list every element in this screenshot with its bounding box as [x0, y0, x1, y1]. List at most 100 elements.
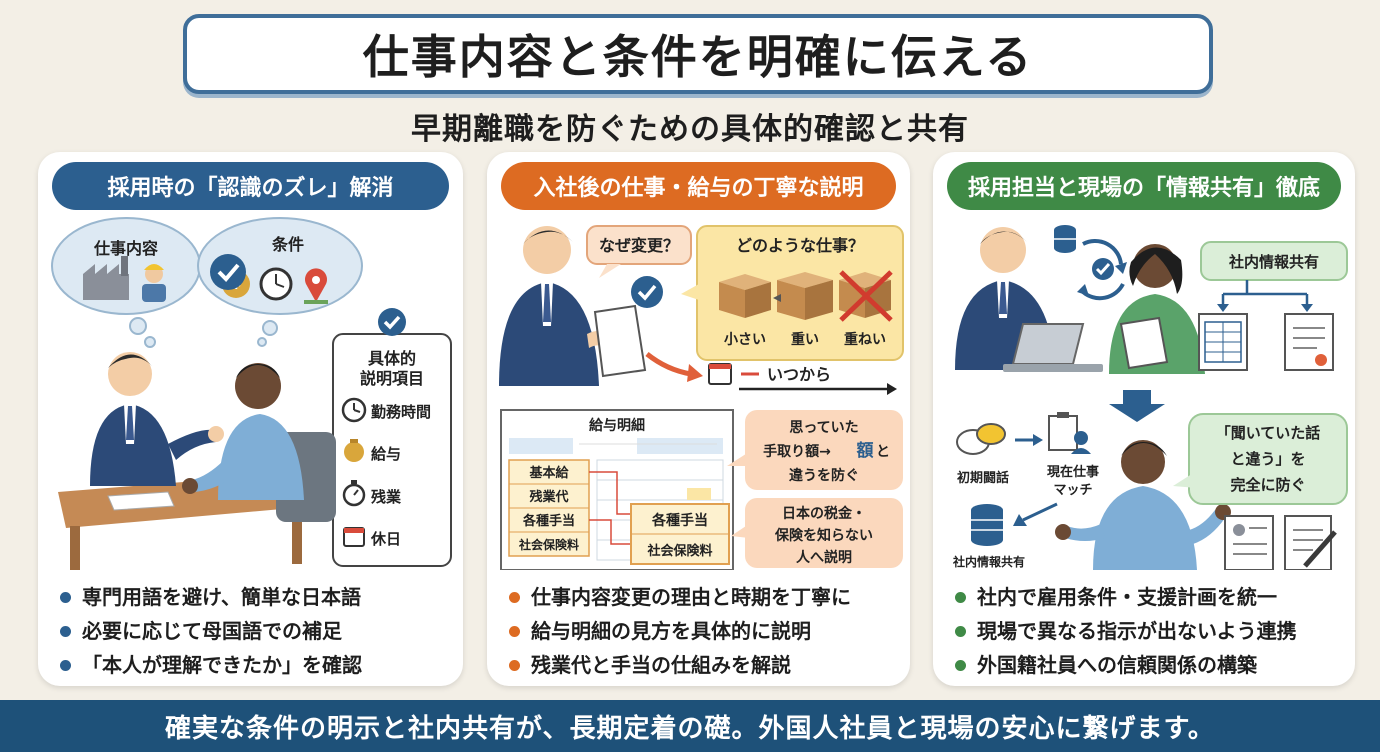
panel-information-sharing: 採用担当と現場の「情報共有」徹底 — [933, 152, 1355, 686]
list-title-line-1: 具体的 — [368, 349, 416, 368]
bullet-item: 外国籍社員への信頼関係の構築 — [955, 648, 1347, 682]
panel-1-heading: 採用時の「認識のズレ」解消 — [52, 162, 449, 210]
chat-bubbles-icon — [956, 423, 1006, 455]
candidate-figure — [182, 363, 336, 522]
panel-post-hire-explanation: 入社後の仕事・給与の丁寧な説明 なぜ変更？ どのような仕事？ — [487, 152, 910, 686]
bubble-job-content-label: 仕事内容 — [93, 239, 158, 258]
document-check-icon — [1284, 313, 1334, 371]
share-label-box — [1200, 241, 1348, 281]
box-label: 小さい — [724, 332, 766, 348]
footer-banner: 確実な条件の明示と社内共有が、長期定着の礎。外国人社員と現場の安心に繋げます。 — [0, 700, 1380, 752]
timeline-label: いつから — [767, 365, 831, 384]
list-check-icon — [378, 308, 406, 336]
laptop-icon — [1003, 323, 1103, 372]
document-on-table — [107, 491, 175, 511]
list-title-line-2: 説明項目 — [360, 369, 424, 388]
quote-line: 「聞いていた話 — [1216, 424, 1321, 442]
box-label: 重い — [791, 331, 819, 348]
spreadsheet-icon — [1198, 313, 1248, 371]
callout-line: 違うを防ぐ — [789, 467, 859, 484]
payslip-zoom-item: 各種手当 — [651, 512, 708, 529]
database-icon — [971, 504, 1003, 546]
bullet-item: 現場で異なる指示が出ないよう連携 — [955, 614, 1347, 648]
map-pin-icon — [304, 268, 328, 304]
interview-scene: 仕事内容 条件 ¥ — [51, 217, 452, 570]
clipboard-person-icon — [1048, 412, 1091, 454]
bubble-conditions-label: 条件 — [271, 235, 304, 254]
panel-3-heading: 採用担当と現場の「情報共有」徹底 — [947, 162, 1341, 210]
bullet-item: 「本人が理解できたか」を確認 — [60, 648, 455, 682]
panel-2-illustration: なぜ変更？ どのような仕事？ — [487, 214, 910, 570]
bubble-what-label: どのような仕事？ — [736, 236, 864, 255]
calendar-icon — [343, 527, 365, 547]
panel-1-bullets: 専門用語を避け、簡単な日本語 必要に応じて母国語での補足 「本人が理解できたか」… — [60, 580, 455, 682]
document-pen-icon — [1284, 515, 1337, 570]
bullet-dot-icon — [60, 625, 71, 637]
panel-2-bullets: 仕事内容変更の理由と時期を丁寧に 給与明細の見方を具体的に説明 残業代と手当の仕… — [509, 580, 902, 682]
panel-recognition-gap: 採用時の「認識のズレ」解消 仕事内容 条件 — [38, 152, 463, 686]
profile-document-icon — [1224, 515, 1274, 570]
manager-figure — [499, 226, 619, 386]
db-label: 社内情報共有 — [952, 554, 1025, 569]
bullet-item: 残業代と手当の仕組みを解説 — [509, 648, 902, 682]
flow-label: マッチ — [1053, 483, 1092, 498]
bullet-dot-icon — [60, 659, 71, 671]
panel-3-illustration: 社内情報共有 — [933, 214, 1355, 570]
footer-text: 確実な条件の明示と社内共有が、長期定着の礎。外国人社員と現場の安心に繋げます。 — [165, 713, 1215, 744]
stopwatch-icon — [342, 480, 366, 507]
bullet-item: 社内で雇用条件・支援計画を統一 — [955, 580, 1347, 614]
panel-2-heading: 入社後の仕事・給与の丁寧な説明 — [501, 162, 896, 210]
bullet-dot-icon — [955, 625, 966, 637]
employee-figure — [1055, 440, 1231, 570]
callout-line: と — [876, 444, 890, 460]
flow-label: 初期闘話 — [957, 470, 1009, 486]
payslip-title: 給与明細 — [589, 417, 645, 434]
bullet-item: 仕事内容変更の理由と時期を丁寧に — [509, 580, 902, 614]
list-item-label: 残業 — [371, 488, 402, 506]
bullet-item: 専門用語を避け、簡単な日本語 — [60, 580, 455, 614]
payslip-item: 各種手当 — [522, 513, 575, 529]
callout-highlight: 額 — [856, 440, 874, 461]
bullet-dot-icon — [509, 659, 520, 671]
callout-line: 人へ説明 — [796, 549, 852, 566]
share-label: 社内情報共有 — [1228, 253, 1319, 271]
clock-icon — [341, 397, 367, 423]
payslip-item: 社会保険料 — [518, 537, 579, 552]
callout-line: 思っていた — [789, 420, 858, 436]
list-item-label: 休日 — [370, 530, 401, 548]
explanation-scene: なぜ変更？ どのような仕事？ — [499, 225, 904, 570]
quote-bubble — [1188, 413, 1348, 505]
list-item-label: 給与 — [371, 445, 401, 463]
tablet-icon — [1119, 316, 1169, 370]
bubble-why — [586, 225, 692, 265]
callout-line: 日本の税金・ — [782, 505, 866, 522]
callout-tax-insurance — [745, 498, 903, 568]
box-small-icon — [719, 274, 771, 318]
box-heavy-icon — [777, 272, 833, 320]
panel-3-bullets: 社内で雇用条件・支援計画を統一 現場で異なる指示が出ないよう連携 外国籍社員への… — [955, 580, 1347, 682]
payslip-item: 基本給 — [528, 465, 569, 481]
clock-icon — [259, 267, 293, 301]
list-item-label: 勤務時間 — [371, 403, 431, 421]
factory-icon — [83, 256, 129, 300]
quote-line: 完全に防ぐ — [1230, 476, 1305, 494]
arrow-down-icon — [1109, 390, 1165, 422]
callout-take-home — [745, 410, 903, 490]
bullet-dot-icon — [60, 591, 71, 603]
payslip-item: 残業代 — [529, 489, 568, 505]
bullet-dot-icon — [509, 591, 520, 603]
quote-line: と違う」を — [1230, 450, 1305, 468]
database-icon — [1054, 225, 1076, 253]
flow-label: 現在仕事 — [1047, 464, 1099, 480]
check-circle-icon — [631, 276, 663, 308]
money-bag-icon — [344, 439, 364, 462]
main-title: 仕事内容と条件を明確に伝える — [362, 30, 1034, 84]
worker-icon — [142, 264, 166, 302]
sync-arrows-icon — [1077, 238, 1127, 301]
bubble-why-label: なぜ変更？ — [599, 236, 679, 255]
arrow-icon — [645, 352, 692, 377]
interviewer-figure — [90, 352, 224, 486]
bullet-dot-icon — [955, 659, 966, 671]
subtitle: 早期離職を防ぐための具体的確認と共有 — [411, 112, 969, 147]
calendar-icon — [708, 363, 732, 385]
